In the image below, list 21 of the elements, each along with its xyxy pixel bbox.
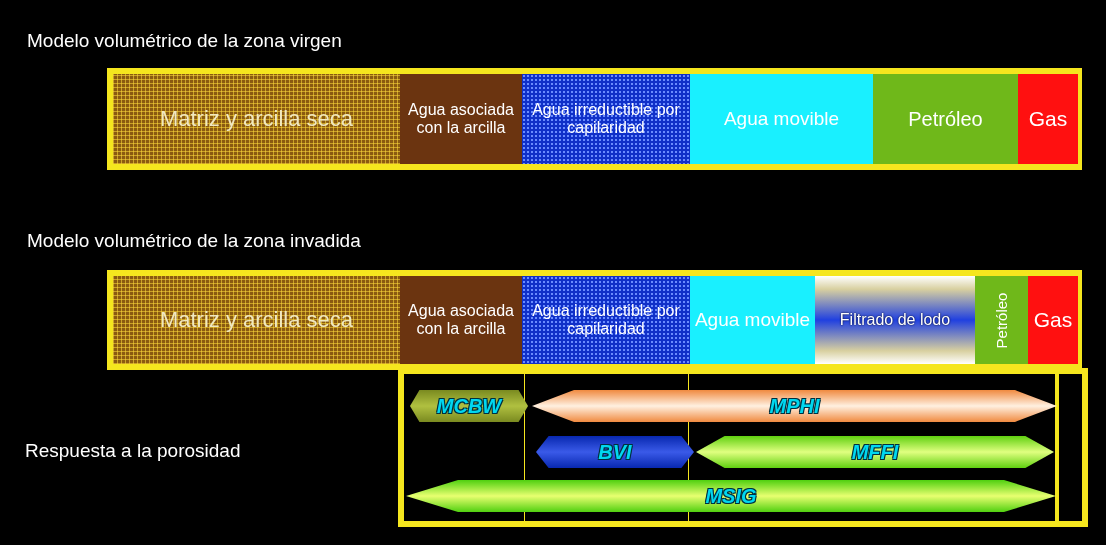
volume-segment: Petróleo bbox=[873, 74, 1018, 164]
volume-segment: Agua movible bbox=[690, 74, 873, 164]
porosity-band: MCBW bbox=[410, 390, 528, 422]
row-label: Respuesta a la porosidad bbox=[25, 440, 241, 462]
porosity-band: MSIG bbox=[406, 480, 1056, 512]
volume-segment: Matriz y arcilla seca bbox=[113, 276, 400, 364]
volume-segment: Agua movible bbox=[690, 276, 815, 364]
volume-segment: Petróleo bbox=[975, 276, 1028, 364]
volume-segment: Agua irreductible por capilaridad bbox=[522, 276, 690, 364]
section-heading: Modelo volumétrico de la zona invadida bbox=[27, 230, 361, 252]
volume-segment: Agua asociada con la arcilla bbox=[400, 276, 522, 364]
porosity-band: BVI bbox=[536, 436, 694, 468]
section-heading: Modelo volumétrico de la zona virgen bbox=[27, 30, 342, 52]
volume-segment: Gas bbox=[1018, 74, 1078, 164]
volume-segment: Filtrado de lodo bbox=[815, 276, 975, 364]
volume-segment: Gas bbox=[1028, 276, 1078, 364]
porosity-band: MFFI bbox=[696, 436, 1054, 468]
porosity-band: MPHI bbox=[532, 390, 1057, 422]
volume-segment: Agua irreductible por capilaridad bbox=[522, 74, 690, 164]
volume-segment: Matriz y arcilla seca bbox=[113, 74, 400, 164]
volume-segment: Agua asociada con la arcilla bbox=[400, 74, 522, 164]
